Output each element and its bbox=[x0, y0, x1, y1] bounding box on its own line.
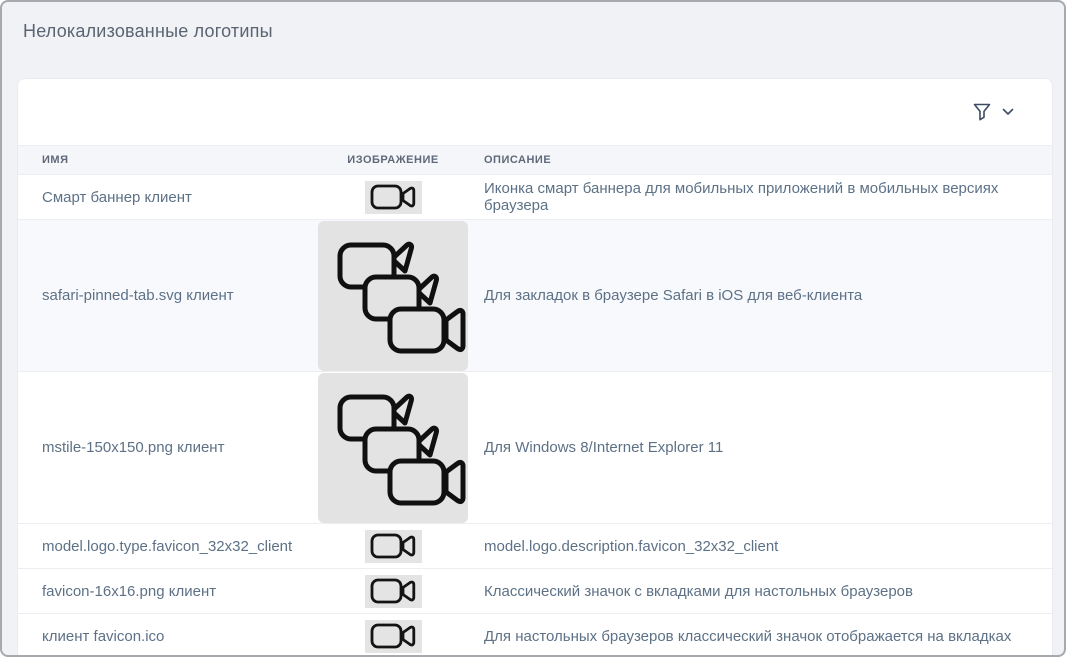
logo-image-cell bbox=[318, 372, 468, 523]
logo-name: Смарт баннер клиент bbox=[42, 188, 192, 206]
logo-image-cell bbox=[318, 574, 468, 608]
logo-image-cell bbox=[318, 220, 468, 371]
column-header-image: ИЗОБРАЖЕНИЕ bbox=[347, 154, 439, 166]
column-header-name: ИМЯ bbox=[42, 154, 69, 166]
logo-image-cell bbox=[318, 619, 468, 653]
chevron-down-icon bbox=[1002, 108, 1014, 116]
video-camera-icon[interactable] bbox=[364, 529, 422, 563]
video-cameras-stack-icon[interactable] bbox=[318, 220, 468, 371]
table-body: Смарт баннер клиент Иконка смарт баннера… bbox=[18, 175, 1052, 655]
logo-name: клиент favicon.ico bbox=[42, 627, 165, 645]
logo-description: model.logo.description.favicon_32x32_cli… bbox=[484, 537, 779, 555]
logo-image-cell bbox=[318, 529, 468, 563]
logo-description: Для настольных браузеров классический зн… bbox=[484, 627, 1012, 645]
table-row[interactable]: safari-pinned-tab.svg клиент Для закладо… bbox=[18, 220, 1052, 372]
table-toolbar bbox=[18, 79, 1052, 145]
logo-name: model.logo.type.favicon_32x32_client bbox=[42, 537, 293, 555]
table-row[interactable]: model.logo.type.favicon_32x32_client mod… bbox=[18, 524, 1052, 569]
logo-description: Иконка смарт баннера для мобильных прило… bbox=[484, 180, 999, 214]
logo-name: favicon-16x16.png клиент bbox=[42, 582, 217, 600]
table-row[interactable]: клиент favicon.ico Для настольных браузе… bbox=[18, 614, 1052, 655]
logo-description: Классический значок с вкладками для наст… bbox=[484, 582, 913, 600]
logo-name: mstile-150x150.png клиент bbox=[42, 439, 225, 456]
funnel-icon bbox=[971, 101, 993, 123]
logo-description: Для Windows 8/Internet Explorer 11 bbox=[484, 439, 724, 456]
filter-button[interactable] bbox=[967, 97, 1018, 127]
table-row[interactable]: favicon-16x16.png клиент Классический зн… bbox=[18, 569, 1052, 614]
video-cameras-stack-icon[interactable] bbox=[318, 372, 468, 523]
page-title: Нелокализованные логотипы bbox=[23, 21, 273, 41]
video-camera-icon[interactable] bbox=[364, 180, 422, 214]
table-row[interactable]: Смарт баннер клиент Иконка смарт баннера… bbox=[18, 175, 1052, 220]
logos-card: ИМЯ ИЗОБРАЖЕНИЕ ОПИСАНИЕ Смарт баннер кл… bbox=[17, 78, 1053, 655]
column-header-description: ОПИСАНИЕ bbox=[484, 154, 552, 166]
table-row[interactable]: mstile-150x150.png клиент Для Windows 8/… bbox=[18, 372, 1052, 524]
table-header: ИМЯ ИЗОБРАЖЕНИЕ ОПИСАНИЕ bbox=[18, 145, 1052, 175]
video-camera-icon[interactable] bbox=[364, 574, 422, 608]
logo-image-cell bbox=[318, 180, 468, 214]
logo-description: Для закладок в браузере Safari в iOS для… bbox=[484, 287, 863, 304]
logo-name: safari-pinned-tab.svg клиент bbox=[42, 287, 234, 304]
video-camera-icon[interactable] bbox=[364, 619, 422, 653]
